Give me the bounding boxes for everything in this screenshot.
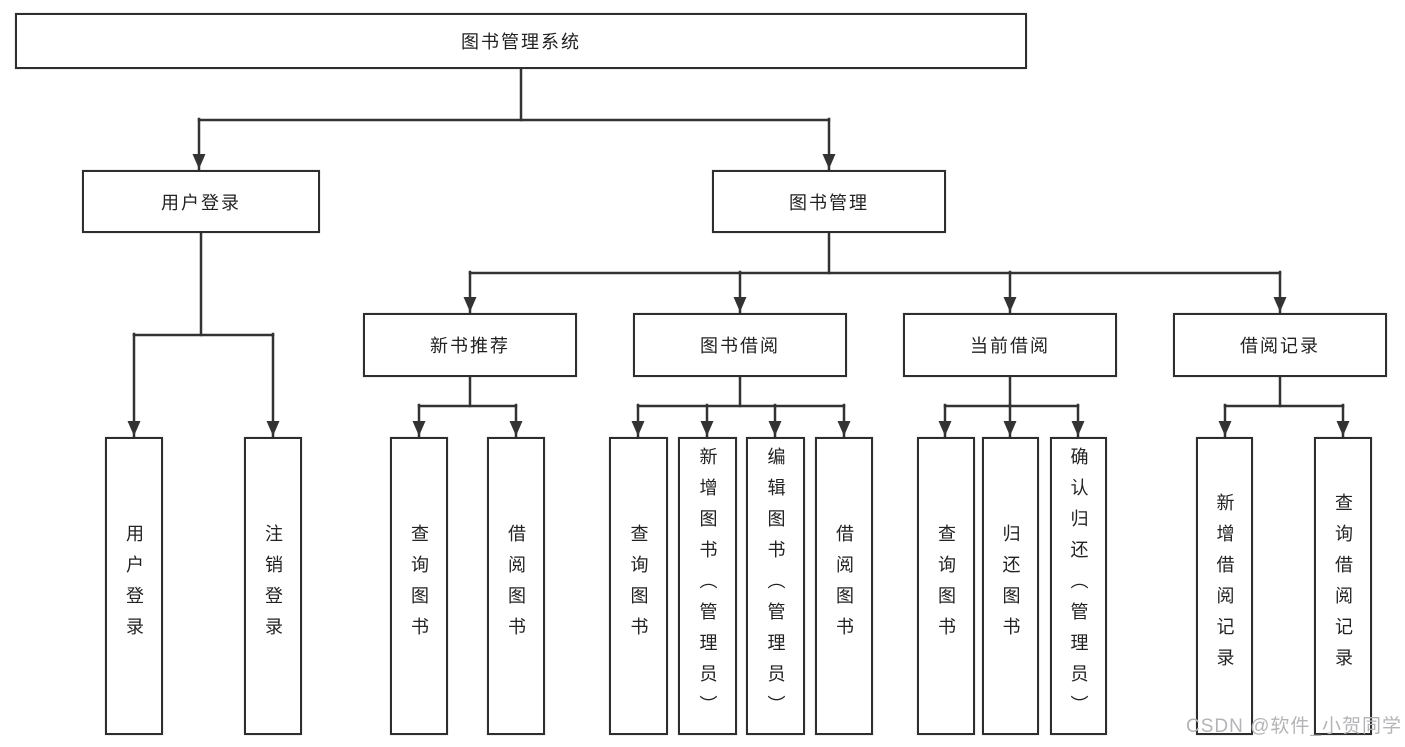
node-current-borrow: 当前借阅 [903, 313, 1117, 377]
leaf-current-query-books: 查询图书 [917, 437, 975, 735]
leaf-records-query-record: 查询借阅记录 [1314, 437, 1372, 735]
leaf-current-return-books: 归还图书 [982, 437, 1039, 735]
connector-borrow-records-split [1218, 375, 1350, 438]
node-user-login: 用户登录 [82, 170, 320, 233]
leaf-user-login: 用户登录 [105, 437, 163, 735]
leaf-borrow-add-books-admin: 新增图书（管理员） [678, 437, 737, 735]
leaf-newbooks-query-books: 查询图书 [390, 437, 448, 735]
leaf-logout: 注销登录 [244, 437, 302, 735]
leaf-borrow-edit-books-admin: 编辑图书（管理员） [746, 437, 805, 735]
connector-book-mgmt-split [463, 231, 1287, 314]
connector-root-split [192, 66, 836, 171]
connector-new-books-split [412, 375, 523, 438]
node-new-books: 新书推荐 [363, 313, 577, 377]
leaf-newbooks-borrow-books: 借阅图书 [487, 437, 545, 735]
node-book-mgmt: 图书管理 [712, 170, 946, 233]
leaf-current-confirm-return-admin: 确认归还（管理员） [1050, 437, 1107, 735]
leaf-records-add-record: 新增借阅记录 [1196, 437, 1253, 735]
connector-book-borrow-split [631, 375, 851, 438]
leaf-borrow-borrow-books: 借阅图书 [815, 437, 873, 735]
leaf-borrow-query-books: 查询图书 [609, 437, 668, 735]
connector-current-borrow-split [938, 375, 1085, 438]
watermark: CSDN @软件_小贺同学 [1186, 716, 1402, 737]
connector-user-login-split [127, 231, 280, 438]
node-book-borrow: 图书借阅 [633, 313, 847, 377]
node-borrow-records: 借阅记录 [1173, 313, 1387, 377]
node-root: 图书管理系统 [15, 13, 1027, 69]
